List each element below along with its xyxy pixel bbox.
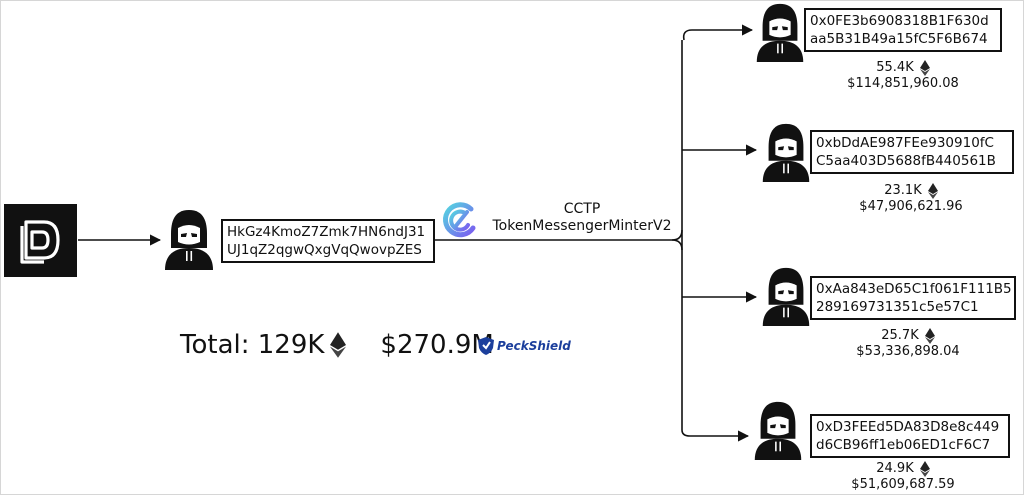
destination-amount-1: 55.4K $114,851,960.08 [818, 60, 988, 92]
totals-row: Total: 129K $270.9M [180, 330, 494, 360]
source-address-box: HkGz4KmoZ7Zmk7HN6ndJ31 UJ1qZ2qgwQxgVqQwo… [221, 219, 435, 263]
ethereum-icon [919, 60, 930, 76]
hacker-icon [760, 266, 812, 330]
destination-address-line-2: C5aa403D5688fB440561B [816, 153, 996, 169]
destination-amount-2: 23.1K $47,906,621.96 [826, 183, 996, 215]
bridge-to-trunk-lower [671, 239, 683, 251]
hacker-icon [163, 208, 215, 274]
destination-address-line-2: 289169731351c5e57C1 [816, 299, 979, 315]
destination-address-line-1: 0xD3FEEd5DA83D8e8c449 [816, 419, 1000, 435]
peckshield-name: PeckShield [497, 339, 571, 353]
destination-amount-3: 25.7K $53,336,898.04 [823, 328, 993, 360]
destination-address-box-4: 0xD3FEEd5DA83D8e8c449 d6CB96ff1eb06ED1cF… [810, 414, 1010, 458]
bridge-label: CCTP TokenMessengerMinterV2 [482, 201, 682, 235]
hacker-icon [760, 122, 812, 186]
ethereum-icon [919, 461, 930, 477]
destination-address-line-2: d6CB96ff1eb06ED1cF6C7 [816, 437, 991, 453]
eth-amount: 24.9K [876, 461, 914, 476]
destination-address-line-1: 0x0FE3b6908318B1F630d [810, 13, 989, 29]
peckshield-logo-icon [478, 337, 494, 355]
usd-amount: $51,609,687.59 [851, 477, 955, 492]
destination-address-line-2: aa5B31B49a15fC5F6B674 [810, 31, 988, 47]
destination-address-line-1: 0xbDdAE987FEe930910fC [816, 135, 994, 151]
total-eth-label: Total: 129K [180, 330, 325, 360]
source-address-line-2: UJ1qZ2qgwQxgVqQwovpZES [227, 242, 422, 258]
circle-cctp-icon [440, 200, 480, 244]
bridge-contract: TokenMessengerMinterV2 [492, 218, 672, 234]
ethereum-icon [330, 332, 347, 358]
total-usd: $270.9M [380, 330, 494, 360]
destination-amount-4: 24.9K $51,609,687.59 [818, 461, 988, 493]
eth-amount: 23.1K [884, 183, 922, 198]
branch-trunk-line [681, 40, 691, 437]
hacker-icon [754, 2, 806, 66]
eth-amount: 25.7K [881, 328, 919, 343]
usd-amount: $47,906,621.96 [859, 199, 963, 214]
source-address-line-1: HkGz4KmoZ7Zmk7HN6ndJ31 [227, 224, 426, 240]
ethereum-icon [924, 328, 935, 344]
ethereum-icon [927, 183, 938, 199]
peckshield-watermark: PeckShield [478, 337, 571, 355]
bridge-name: CCTP [563, 201, 601, 217]
eth-amount: 55.4K [876, 60, 914, 75]
usd-amount: $114,851,960.08 [847, 76, 959, 91]
destination-address-line-1: 0xAa843eD65C1f061F111B5 [816, 281, 1012, 297]
branch-trunk [682, 29, 693, 41]
destination-address-box-3: 0xAa843eD65C1f061F111B5 289169731351c5e5… [810, 276, 1016, 320]
usd-amount: $53,336,898.04 [856, 344, 960, 359]
destination-address-box-2: 0xbDdAE987FEe930910fC C5aa403D5688fB4405… [810, 130, 1014, 174]
hacker-icon [752, 400, 804, 464]
destination-address-box-1: 0x0FE3b6908318B1F630d aa5B31B49a15fC5F6B… [804, 8, 1002, 52]
drift-logo-icon [4, 204, 77, 277]
